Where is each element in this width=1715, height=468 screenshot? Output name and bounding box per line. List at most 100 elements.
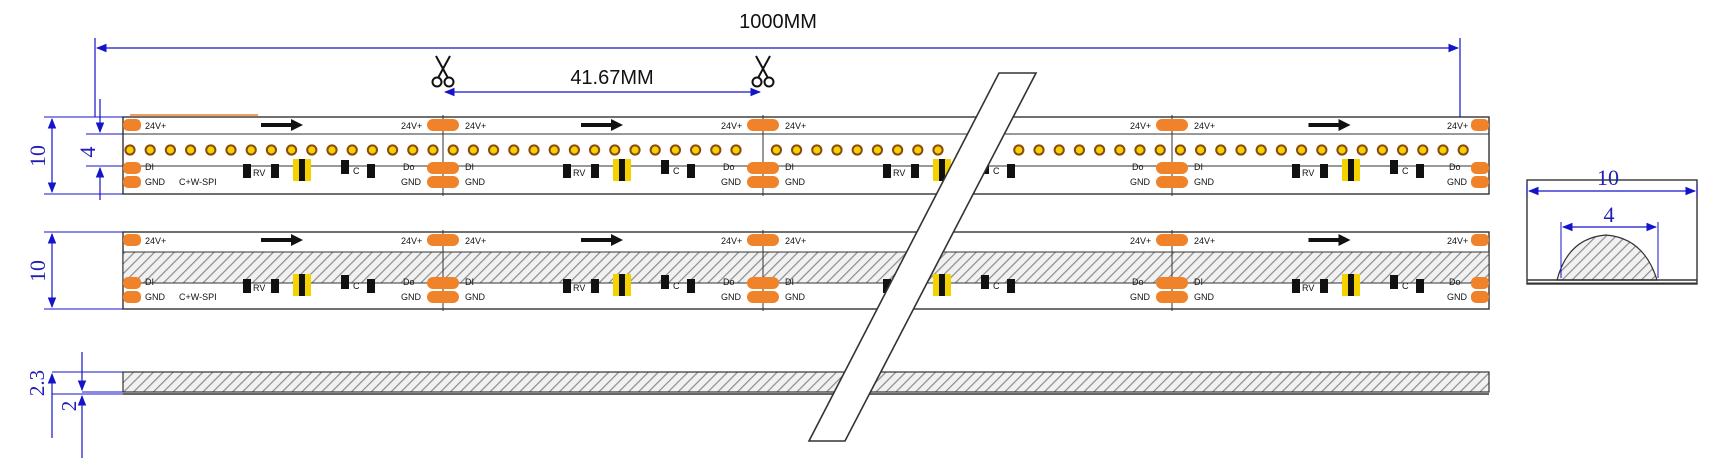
led-chip [1033,144,1045,156]
label-rv: RV [1302,283,1314,293]
led-chip [710,144,722,156]
led-chip [912,144,924,156]
label-gnd: GND [1447,177,1468,187]
capacitor [1416,279,1424,293]
solder-pad [427,119,459,131]
scissors-icon [431,55,455,88]
led-chip [770,144,783,156]
label-gnd: GND [401,292,422,302]
solder-pad [1156,291,1188,303]
led-chip [730,144,742,156]
arrow-right-icon [1308,119,1351,131]
label-do: Do [1449,162,1461,172]
solder-pad [1156,277,1188,289]
led-chip [1053,144,1065,156]
led-chip [932,144,944,156]
solder-pad [427,162,459,174]
led-chip [1154,144,1166,156]
label-rv: RV [893,168,905,178]
strip-covered-hatch [122,251,1490,284]
label-do: Do [1132,277,1144,287]
led-chip [649,144,661,156]
led-chip [1094,144,1106,156]
led-chip [1376,144,1389,156]
solder-pad [123,291,141,303]
capacitor [243,279,251,293]
solder-pad [123,119,141,131]
cut-length-label: 41.67MM [570,67,653,89]
ic-chip-body [1348,159,1354,181]
led-chip [427,144,439,156]
led-chip [1235,144,1247,156]
arrow-right-icon [261,234,303,246]
label-gnd: GND [785,177,806,187]
label-do: Do [403,277,415,287]
ic-chip-body [939,159,945,181]
label-gnd: GND [785,292,806,302]
label-c: C [673,166,680,176]
scissors-blade [757,55,771,79]
led-chip [1457,144,1469,156]
capacitor [271,279,279,293]
capacitor [367,164,375,178]
label-24v: 24V+ [1130,236,1151,246]
led-chip [1134,144,1146,156]
label-gnd: GND [1447,292,1468,302]
label-di: DI [145,277,154,287]
solder-pad [123,176,141,188]
capacitor [563,164,571,178]
capacitor [243,164,251,178]
led-chip [871,144,884,156]
label-c: C [353,281,360,291]
arrow-right-icon [581,119,623,131]
label-gnd: GND [1130,292,1151,302]
label-24v: 24V+ [145,236,166,246]
label-24v: 24V+ [721,236,742,246]
led-chip [205,144,217,156]
dimension-lines: 1000MM 41.67MM 10 4 10 2.3 2 10 [25,11,1698,458]
label-rv: RV [1302,168,1314,178]
led-chip [407,144,419,156]
capacitor [367,279,375,293]
label-c: C [993,281,1000,291]
led-chip [124,144,136,156]
label-di: DI [785,277,794,287]
ic-chip-body [1348,274,1354,296]
solder-pad [747,162,779,174]
led-chip [791,144,803,156]
capacitor [911,164,919,178]
capacitor [661,160,669,174]
solder-pad [1156,162,1188,174]
scissors-handle [751,76,763,88]
led-chip [1073,144,1086,156]
led-chip [1437,144,1449,156]
ic-chip-body [939,274,945,296]
led-chip [1356,144,1368,156]
scissors-handle [443,76,455,88]
capacitor [1320,164,1328,178]
label-do: Do [723,162,735,172]
strip-side-hatch [122,371,1490,393]
solder-pad [1471,234,1489,246]
capacitor [687,279,695,293]
capacitor [1292,279,1300,293]
label-c: C [1402,281,1409,291]
led-chip [629,144,641,156]
break-mark [807,72,1038,442]
led-chip [467,144,479,156]
label-rv: RV [573,283,585,293]
solder-pad [1156,234,1188,246]
capacitor [1007,164,1015,178]
label-24v: 24V+ [1194,121,1215,131]
capacitor [1320,279,1328,293]
solder-pad [1471,291,1489,303]
led-chip [1316,144,1328,156]
capacitor [341,275,349,289]
led-chip [366,144,378,156]
label-di: DI [145,162,154,172]
label-24v: 24V+ [785,121,806,131]
capacitor [1390,275,1398,289]
led-chip [851,144,863,156]
scissors-handle [763,76,775,88]
